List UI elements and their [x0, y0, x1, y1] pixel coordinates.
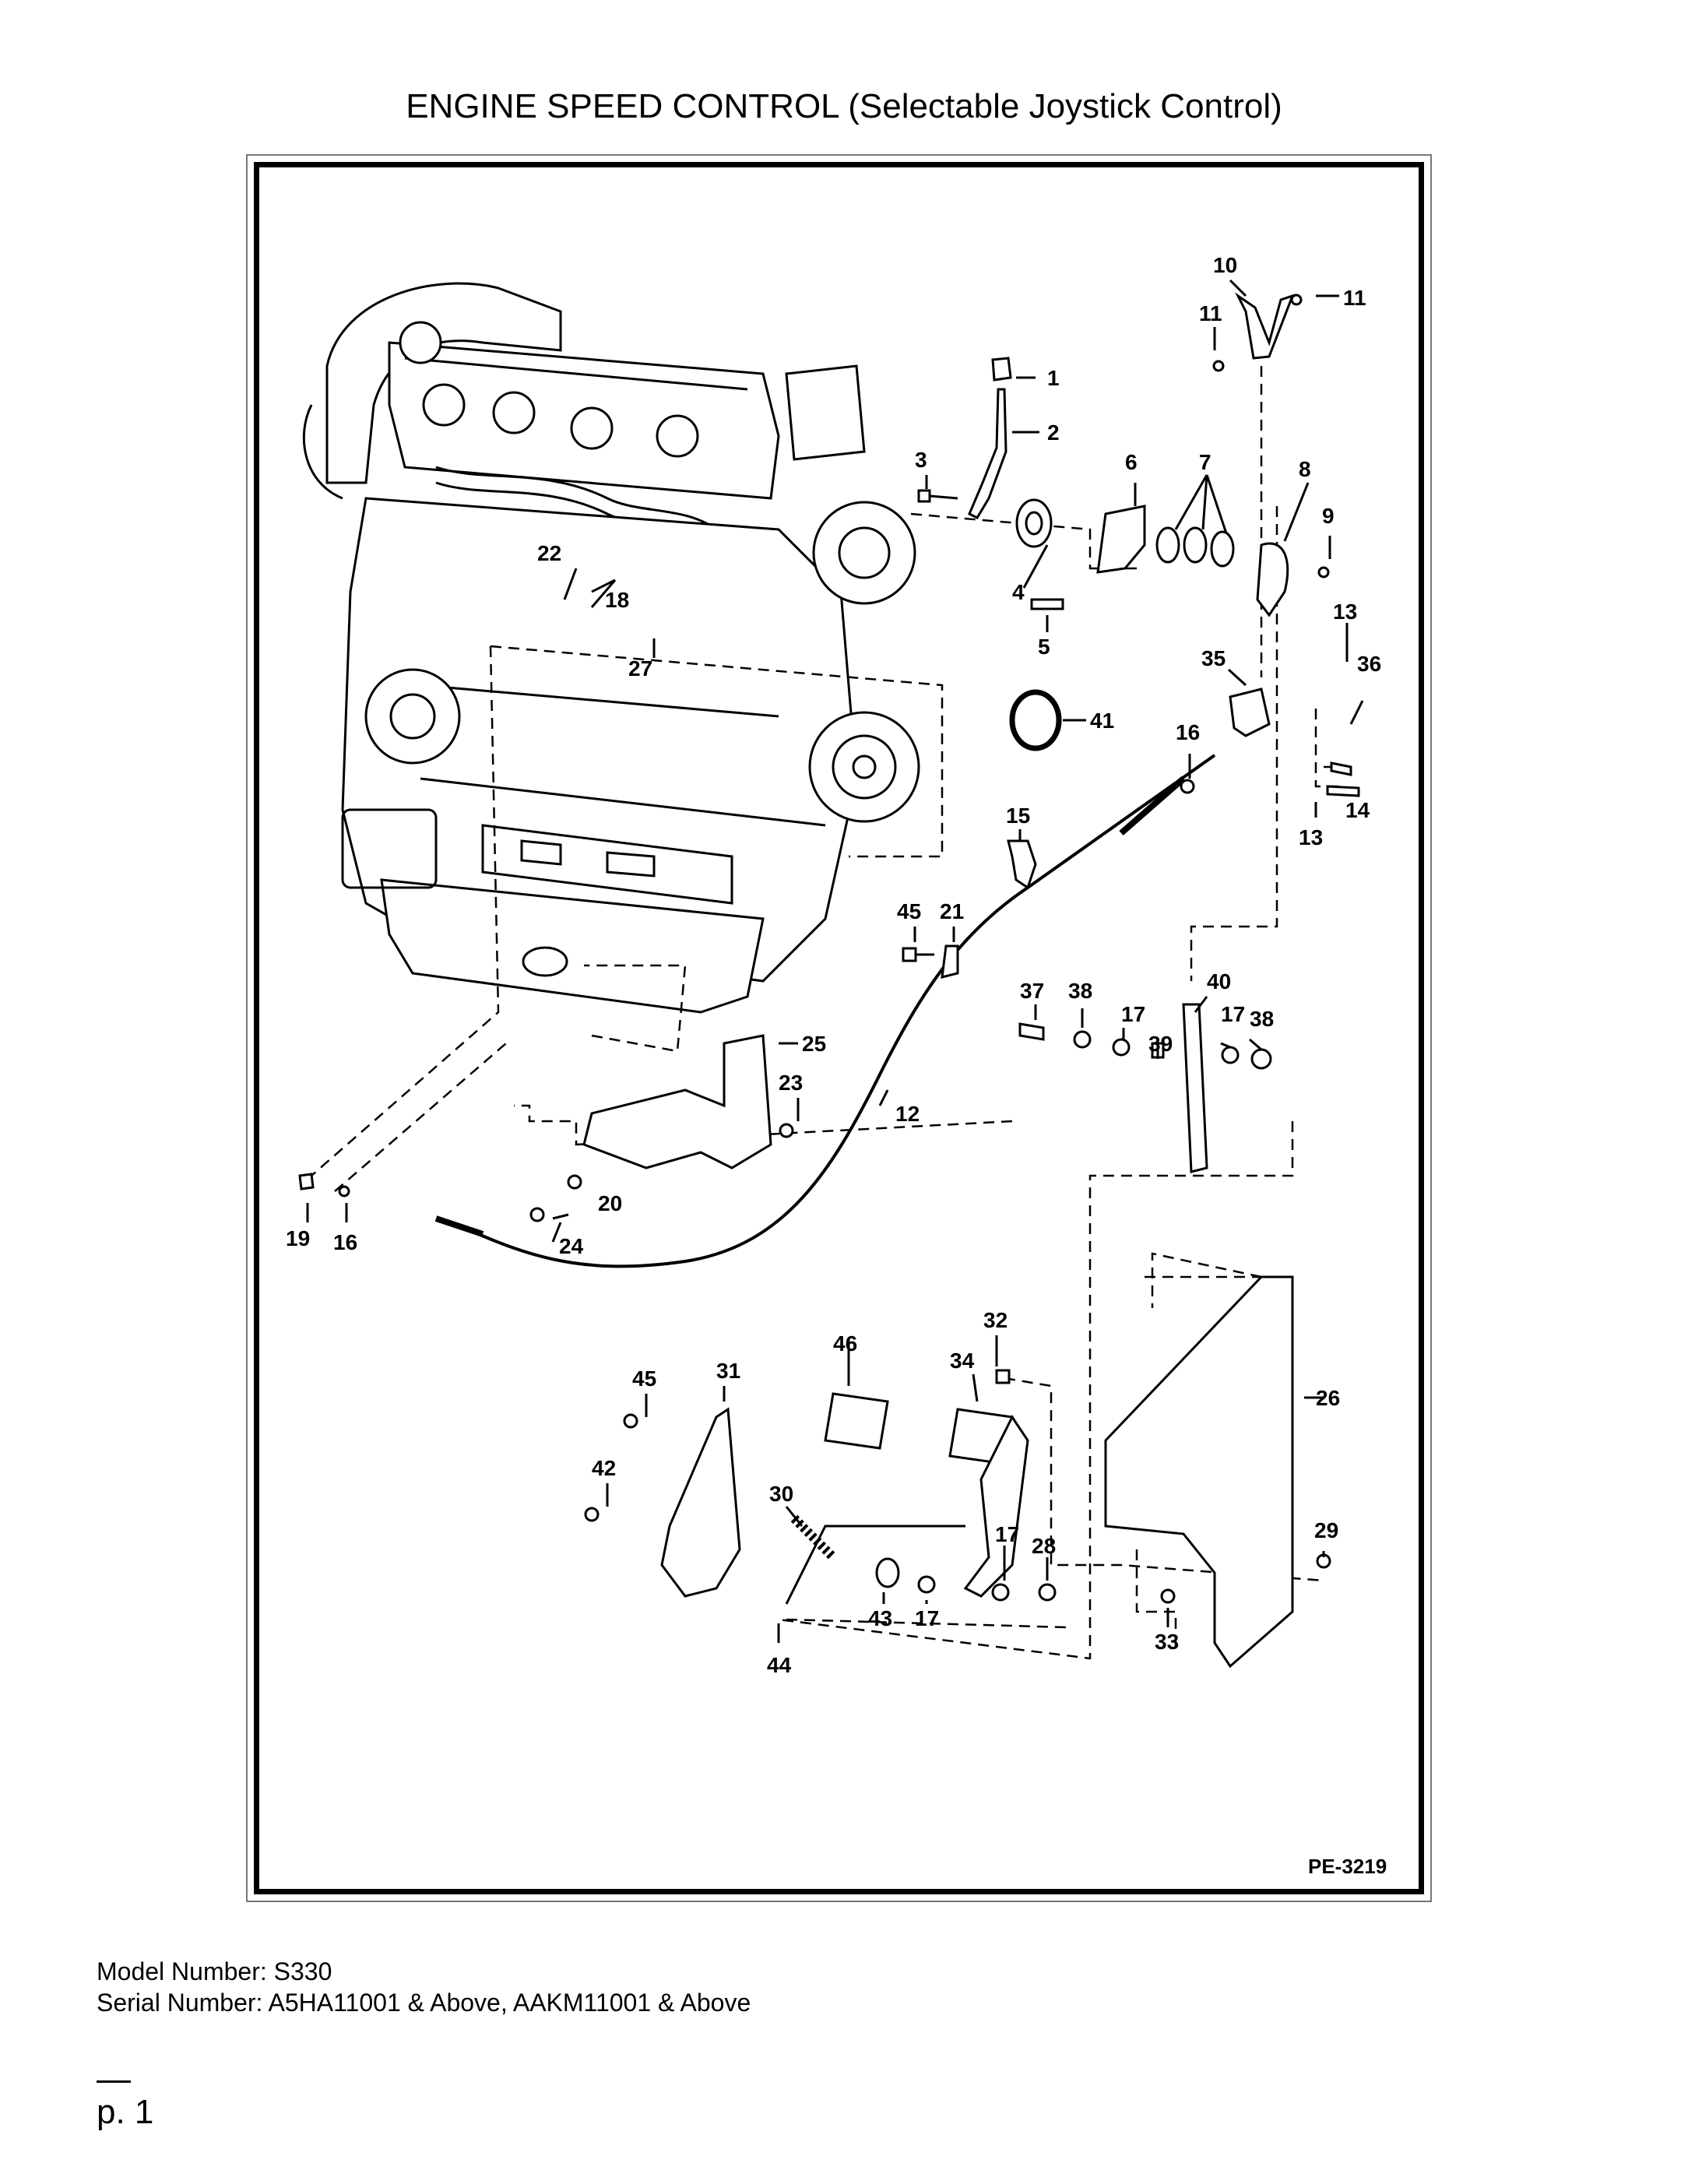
callout-16b: 16: [333, 1230, 357, 1254]
callout-22: 22: [537, 541, 561, 565]
callout-19: 19: [286, 1226, 310, 1250]
callout-18: 18: [605, 588, 629, 612]
page-number: p. 1: [97, 2093, 154, 2131]
callout-13a: 13: [1333, 600, 1357, 624]
diagram-frame: [254, 162, 1424, 1894]
callout-42: 42: [592, 1456, 616, 1480]
callout-41: 41: [1090, 709, 1114, 733]
callout-15: 15: [1006, 804, 1030, 828]
callout-1: 1: [1047, 366, 1060, 390]
callout-39: 39: [1148, 1032, 1173, 1056]
callout-38b: 38: [1250, 1007, 1274, 1031]
callout-28: 28: [1032, 1534, 1056, 1558]
callout-17b: 17: [1221, 1002, 1245, 1026]
callout-32: 32: [983, 1308, 1008, 1332]
diagram-frame-outer: [246, 154, 1432, 1902]
callout-17a: 17: [1121, 1002, 1145, 1026]
engine-illustration: [302, 282, 920, 1014]
callout-23: 23: [779, 1071, 803, 1095]
callout-24: 24: [559, 1234, 584, 1258]
callout-11b: 11: [1343, 286, 1366, 310]
callout-30: 30: [769, 1482, 793, 1506]
callout-labels: 1 2 3 4 5 6 7 8 9 10 11 11 12 13 13 14 1…: [286, 253, 1381, 1677]
model-number: Model Number: S330: [97, 1957, 332, 1985]
callout-13b: 13: [1299, 825, 1323, 849]
callout-4: 4: [1012, 580, 1025, 604]
callout-11a: 11: [1199, 301, 1222, 325]
callout-6: 6: [1125, 450, 1138, 474]
callout-33: 33: [1155, 1630, 1179, 1654]
callout-17c: 17: [995, 1522, 1019, 1546]
callout-7: 7: [1199, 450, 1211, 474]
callout-9: 9: [1322, 504, 1335, 528]
callout-46: 46: [833, 1331, 857, 1356]
callout-8: 8: [1299, 457, 1311, 481]
callout-12: 12: [895, 1102, 920, 1126]
hardware-parts: [298, 292, 1360, 1669]
page-title: ENGINE SPEED CONTROL (Selectable Joystic…: [406, 87, 1282, 125]
serial-number: Serial Number: A5HA11001 & Above, AAKM11…: [97, 1989, 751, 2017]
callout-20: 20: [598, 1191, 622, 1215]
callout-43: 43: [868, 1606, 892, 1630]
callout-29: 29: [1314, 1518, 1338, 1542]
callout-38a: 38: [1068, 979, 1092, 1003]
callout-35: 35: [1201, 646, 1226, 670]
callout-3: 3: [915, 448, 927, 472]
callout-14: 14: [1345, 798, 1370, 822]
callout-27: 27: [628, 656, 652, 681]
callout-45b: 45: [632, 1366, 656, 1391]
callout-17d: 17: [915, 1606, 939, 1630]
callout-21: 21: [940, 899, 964, 923]
callout-16a: 16: [1176, 720, 1200, 744]
callout-26: 26: [1316, 1386, 1340, 1410]
callout-5: 5: [1038, 635, 1050, 659]
callout-leaders: [306, 279, 1364, 1643]
callout-34: 34: [950, 1349, 975, 1373]
callout-2: 2: [1047, 420, 1060, 445]
callout-31: 31: [716, 1359, 740, 1383]
callout-44: 44: [767, 1653, 792, 1677]
callout-36: 36: [1357, 652, 1381, 676]
diagram-code: PE-3219: [1308, 1855, 1387, 1878]
callout-45a: 45: [897, 899, 921, 923]
callout-37: 37: [1020, 979, 1044, 1003]
callout-25: 25: [802, 1032, 826, 1056]
page-rule: [97, 2080, 131, 2083]
callout-10: 10: [1213, 253, 1237, 277]
callout-40: 40: [1207, 969, 1231, 994]
